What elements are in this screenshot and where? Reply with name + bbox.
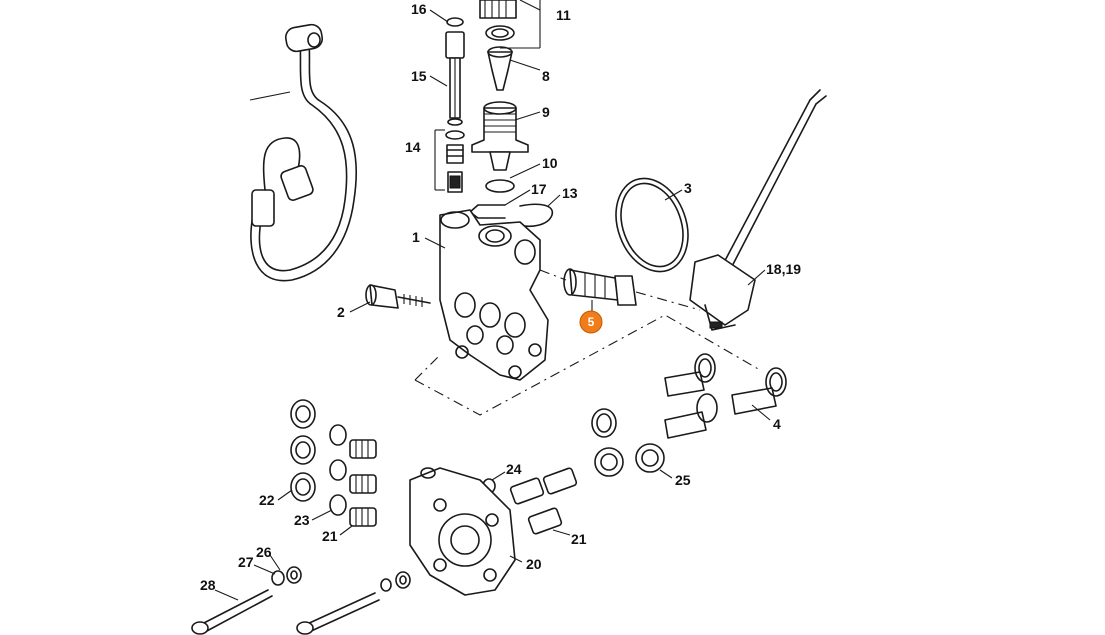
unloader-valve [539,268,701,311]
inlet-fitting-2 [365,284,431,309]
callout-24: 24 [506,461,522,477]
callout-18-19: 18,19 [766,261,801,277]
pump-housing [439,209,549,381]
callout-3: 3 [684,180,692,196]
plunger-seals-4 [664,353,787,439]
valves-21 [482,467,578,535]
o-ring-3 [615,177,689,273]
callout-21-left: 21 [322,528,338,544]
callout-8: 8 [542,68,550,84]
leader-lines [214,9,771,601]
callout-9: 9 [542,104,550,120]
callout-27: 27 [238,554,254,570]
highlight-marker[interactable] [579,310,603,334]
callout-1: 1 [412,229,420,245]
callout-4: 4 [773,416,781,432]
highlight-label: 5 [588,315,595,329]
callout-25: 25 [675,472,691,488]
piston-stack [434,0,541,193]
callout-17: 17 [531,181,547,197]
callout-labels: 16 11 15 8 9 14 10 17 13 3 1 18,19 2 4 2… [200,1,801,593]
callout-2: 2 [337,304,345,320]
pressure-switch [689,89,827,331]
valve-seals-left [290,399,377,527]
highlighted-callout-5[interactable]: 5 [579,310,603,334]
callout-22: 22 [259,492,275,508]
seals-25 [591,408,665,477]
callout-23: 23 [294,512,310,528]
callout-28: 28 [200,577,216,593]
callout-13: 13 [562,185,578,201]
callout-16: 16 [411,1,427,17]
callout-20: 20 [526,556,542,572]
bolts-washers [191,566,411,635]
callout-11: 11 [556,7,571,23]
callout-26: 26 [256,544,272,560]
hose-assembly [249,23,358,282]
callout-14: 14 [405,139,421,155]
callout-21-right: 21 [571,531,587,547]
callout-10: 10 [542,155,558,171]
cylinder-head-20 [409,467,516,596]
callout-15: 15 [411,68,427,84]
